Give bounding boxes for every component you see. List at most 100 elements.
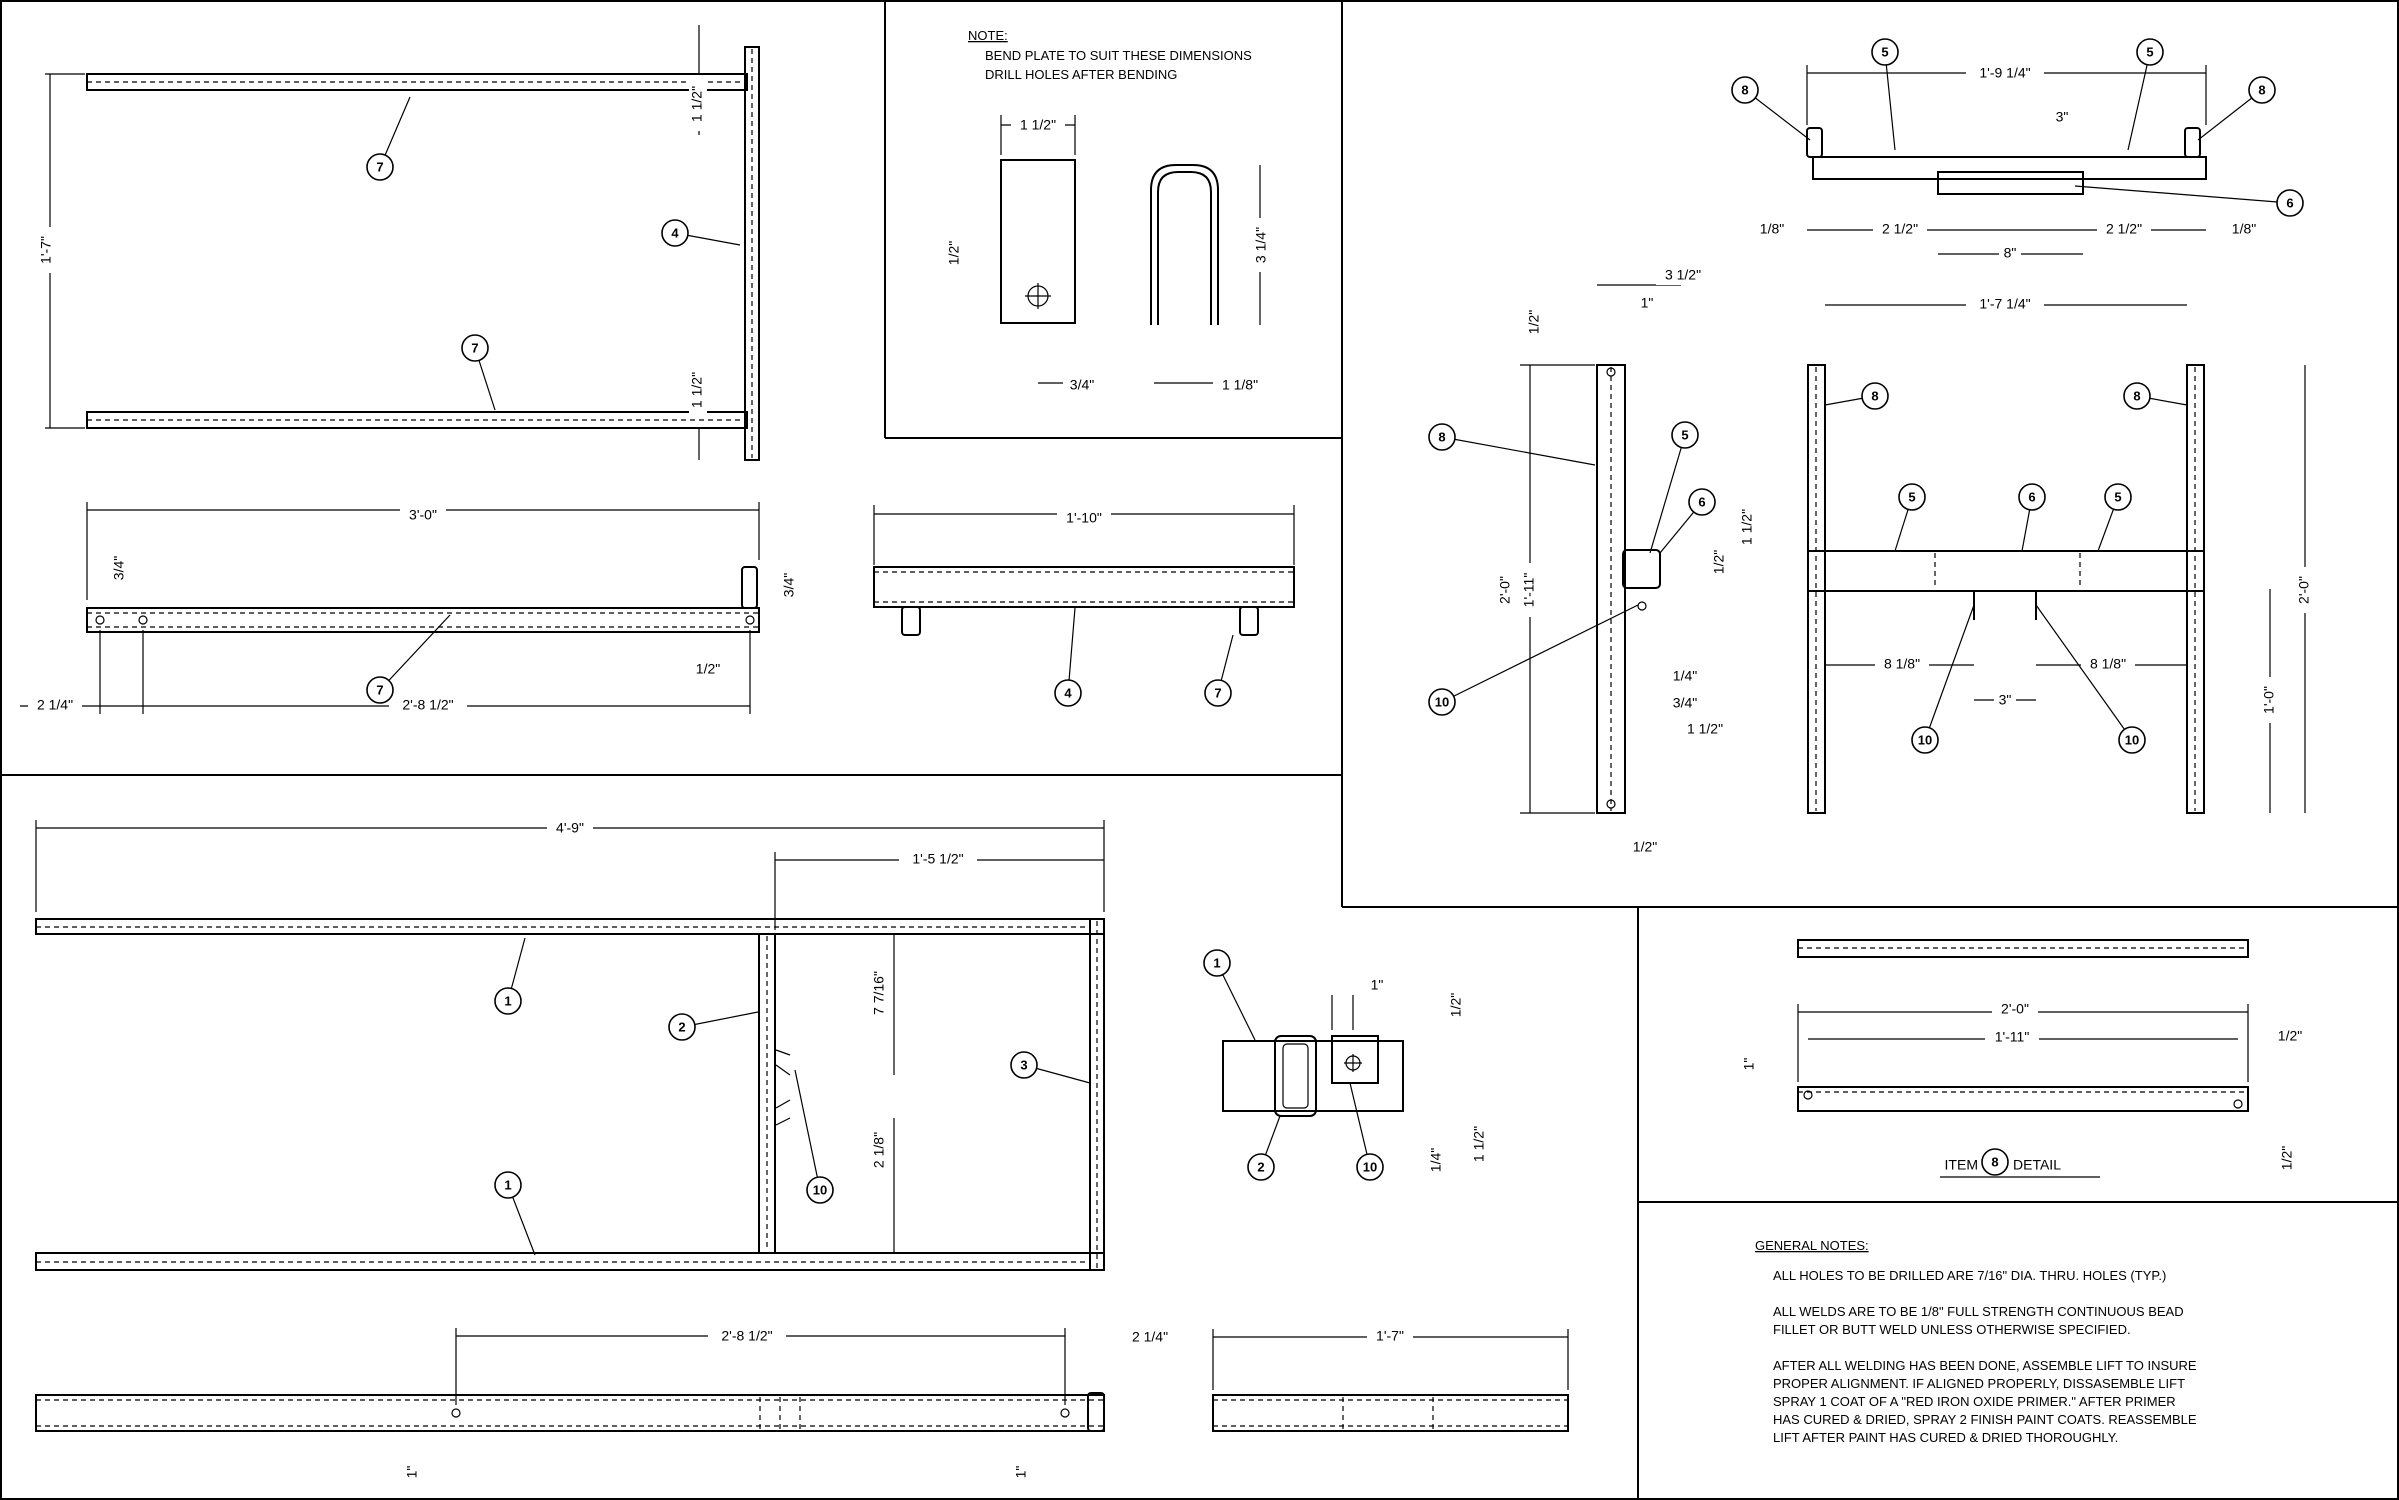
- callout-number: 5: [1881, 44, 1888, 59]
- dimension-label: 1'-0": [2261, 686, 2277, 714]
- callout-balloon: [1356, 1153, 1384, 1181]
- callout-number: 5: [1681, 427, 1688, 442]
- dimension-label: 8 1/8": [2090, 656, 2126, 672]
- dimension-label: 1 1/2": [1739, 509, 1755, 545]
- dimension-label: 1/4": [1673, 668, 1697, 684]
- dimension-label: 2 1/2": [1882, 221, 1918, 237]
- bottom-elevation-views: [35, 1328, 1569, 1432]
- dimension-label: 1": [1741, 1058, 1757, 1071]
- dimension-label: 2 1/2": [2106, 221, 2142, 237]
- callout-balloon: [806, 1176, 834, 1204]
- callout-number: 8: [1871, 388, 1878, 403]
- callout-number: 6: [2028, 489, 2035, 504]
- dimension-label: 3 1/2": [1665, 267, 1701, 283]
- bend-note-line: DRILL HOLES AFTER BENDING: [985, 67, 1177, 82]
- dimension-label: 1": [1013, 1466, 1029, 1479]
- callout-balloon: [2118, 726, 2146, 754]
- callout-balloon: [2248, 76, 2276, 104]
- callout-number: 8: [1438, 429, 1445, 444]
- dimension-label: 1": [404, 1466, 420, 1479]
- dimension-label: 1'-9 1/4": [1979, 65, 2030, 81]
- callout-balloon: [1203, 949, 1231, 977]
- dimension-label: 1 1/2": [689, 372, 705, 408]
- callout-number: 6: [1698, 494, 1705, 509]
- callout-balloon: [1054, 679, 1082, 707]
- callout-balloon: [661, 219, 689, 247]
- callout-balloon: [1871, 38, 1899, 66]
- callout-balloon: [1428, 688, 1456, 716]
- callout-balloon: [1911, 726, 1939, 754]
- dimension-label: 1 1/2": [1687, 721, 1723, 737]
- dimension-label: 2'-0": [1497, 576, 1513, 604]
- dimension-labels: 1'-7" 1 1/2" 1 1/2" 3'-0" 3/4" 3/4" 1/2" 2 1/4"…: [28, 65, 2314, 1483]
- callout-number: 7: [376, 159, 383, 174]
- dimension-label: 1/2": [2278, 1028, 2302, 1044]
- dimension-label: 3/4": [111, 556, 127, 580]
- callout-number: 4: [1064, 685, 1072, 700]
- item-8-detail: [1797, 939, 2249, 1112]
- callout-number: 2: [1257, 1159, 1264, 1174]
- callout-number: 1: [504, 1177, 511, 1192]
- dimension-label: 7 7/16": [871, 971, 887, 1015]
- dimension-label: 2 1/8": [871, 1132, 887, 1168]
- bend-note-line: BEND PLATE TO SUIT THESE DIMENSIONS: [985, 48, 1252, 63]
- callout-number: 10: [2125, 732, 2139, 747]
- bend-plate-detail: [1000, 115, 1261, 384]
- callout-balloon: [1671, 421, 1699, 449]
- callout-number: 5: [2146, 44, 2153, 59]
- callout-balloon: [366, 153, 394, 181]
- callout-number: 6: [2286, 195, 2293, 210]
- dimension-label: 1/2": [1526, 310, 1542, 334]
- dimension-label: 1/4": [1428, 1148, 1444, 1172]
- callout-balloon: [1861, 382, 1889, 410]
- top-left-plan-view: [45, 25, 760, 461]
- dimension-label: 1 1/2": [689, 86, 705, 122]
- callout-number: 4: [671, 225, 679, 240]
- dimension-label: 1/2": [1633, 839, 1657, 855]
- item-8-title: ITEM: [1945, 1157, 1978, 1173]
- callout-number: 5: [1908, 489, 1915, 504]
- dimension-label: 2 1/4": [37, 697, 73, 713]
- callout-balloon: [1731, 76, 1759, 104]
- callout-balloon: [1428, 423, 1456, 451]
- dimension-label: 2'-8 1/2": [721, 1328, 772, 1344]
- callout-balloon: [1204, 679, 1232, 707]
- callout-balloon: [1898, 483, 1926, 511]
- dimension-label: 3": [1999, 692, 2012, 708]
- dimension-label: 1'-5 1/2": [912, 851, 963, 867]
- dimension-label: 1/2": [946, 241, 962, 265]
- dimension-label: 3 1/4": [1253, 227, 1269, 263]
- dimension-label: 3/4": [1070, 377, 1094, 393]
- dimension-label: 1'-7 1/4": [1979, 296, 2030, 312]
- dimension-label: 1'-7": [38, 236, 54, 264]
- callout-balloon: [668, 1013, 696, 1041]
- callout-number: 1: [1213, 955, 1220, 970]
- callout-number: 7: [1214, 685, 1221, 700]
- bottom-left-plan-view: [35, 820, 1105, 1271]
- dimension-label: 3/4": [781, 573, 797, 597]
- dimension-label: 1/2": [2279, 1146, 2295, 1170]
- dimension-label: 1/2": [696, 661, 720, 677]
- dimension-label: 1'-11": [1995, 1029, 2030, 1045]
- dimension-label: 1": [1641, 295, 1654, 311]
- callout-balloon: [2136, 38, 2164, 66]
- general-note-line: LIFT AFTER PAINT HAS CURED & DRIED THORO…: [1773, 1430, 2118, 1445]
- callout-number: 7: [376, 682, 383, 697]
- dimension-label: 3'-0": [409, 507, 437, 523]
- callout-number: 10: [1918, 732, 1932, 747]
- dimension-label: 4'-9": [556, 820, 584, 836]
- general-note-line: PROPER ALIGNMENT. IF ALIGNED PROPERLY, D…: [1773, 1376, 2185, 1391]
- dimension-label: 2'-0": [2001, 1001, 2029, 1017]
- callout-balloon: [1247, 1153, 1275, 1181]
- dimension-label: 1/8": [1760, 221, 1784, 237]
- dimension-label: 3/4": [1673, 695, 1697, 711]
- general-note-line: HAS CURED & DRIED, SPRAY 2 FINISH PAINT …: [1773, 1412, 2197, 1427]
- item-8-detail-label: DETAIL: [2013, 1157, 2061, 1173]
- dimension-label: 1'-11": [1521, 573, 1537, 608]
- general-note-line: AFTER ALL WELDING HAS BEEN DONE, ASSEMBL…: [1773, 1358, 2197, 1373]
- callout-number: 10: [1363, 1159, 1377, 1174]
- callout-number: 2: [678, 1019, 685, 1034]
- dimension-label: 2'-8 1/2": [402, 697, 453, 713]
